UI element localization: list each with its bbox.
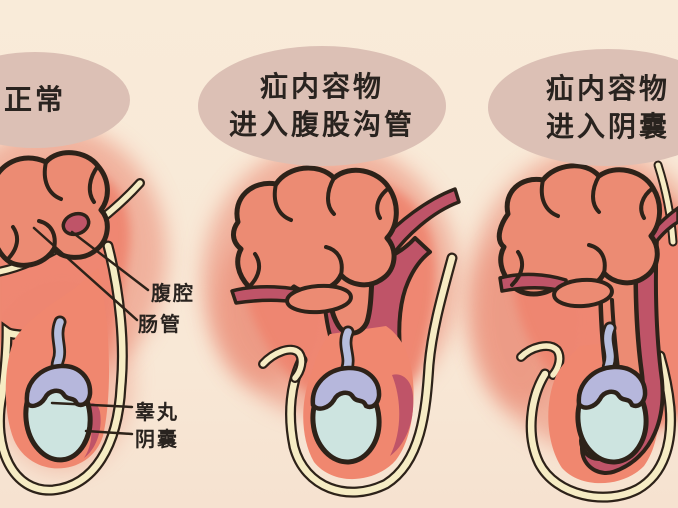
label-abdominal-cavity: 腹腔 — [151, 281, 195, 305]
panel-scrotum-figure — [467, 148, 678, 503]
stage-title-line2: 进入阴囊 — [545, 109, 670, 143]
intestine-loops — [496, 163, 662, 309]
intestine-loops — [230, 165, 399, 315]
stage-bubble-inguinal-canal: 疝内容物 进入腹股沟管 — [198, 46, 446, 166]
peritoneum-edge — [376, 187, 461, 258]
stage-title-line1: 疝内容物 — [545, 71, 670, 105]
stage-title-normal: 正常 — [3, 83, 66, 116]
testicle — [23, 363, 93, 463]
label-scrotum: 阴囊 — [135, 427, 179, 451]
abdominal-cavity-gap — [61, 211, 91, 237]
testicle — [575, 364, 649, 465]
stage-title-line1: 疝内容物 — [259, 70, 384, 103]
scrotal-sac-wall — [258, 252, 458, 498]
label-intestine: 肠管 — [138, 312, 182, 336]
leader-abdominal-cavity — [70, 230, 150, 292]
epididymis — [576, 364, 648, 410]
intestine-loops — [0, 150, 110, 268]
panel-inguinal-canal-figure — [202, 142, 461, 498]
testicle — [310, 365, 382, 465]
bowel-cross-section — [552, 277, 614, 309]
epididymis — [310, 365, 382, 411]
leader-testicle — [50, 401, 134, 409]
stage-title-line2: 进入腹股沟管 — [228, 108, 415, 141]
stage-bubble-scrotum: 疝内容物 进入阴囊 — [488, 49, 678, 166]
leader-scrotum — [84, 429, 134, 436]
label-testicle: 睾丸 — [135, 400, 179, 424]
sac-shadow — [390, 374, 414, 456]
abdominal-wall-membrane — [653, 160, 678, 247]
scrotal-sac-wall — [516, 341, 677, 503]
bowel-cross-section — [285, 283, 353, 315]
leader-intestine — [32, 226, 139, 322]
leader-lines — [32, 226, 150, 436]
